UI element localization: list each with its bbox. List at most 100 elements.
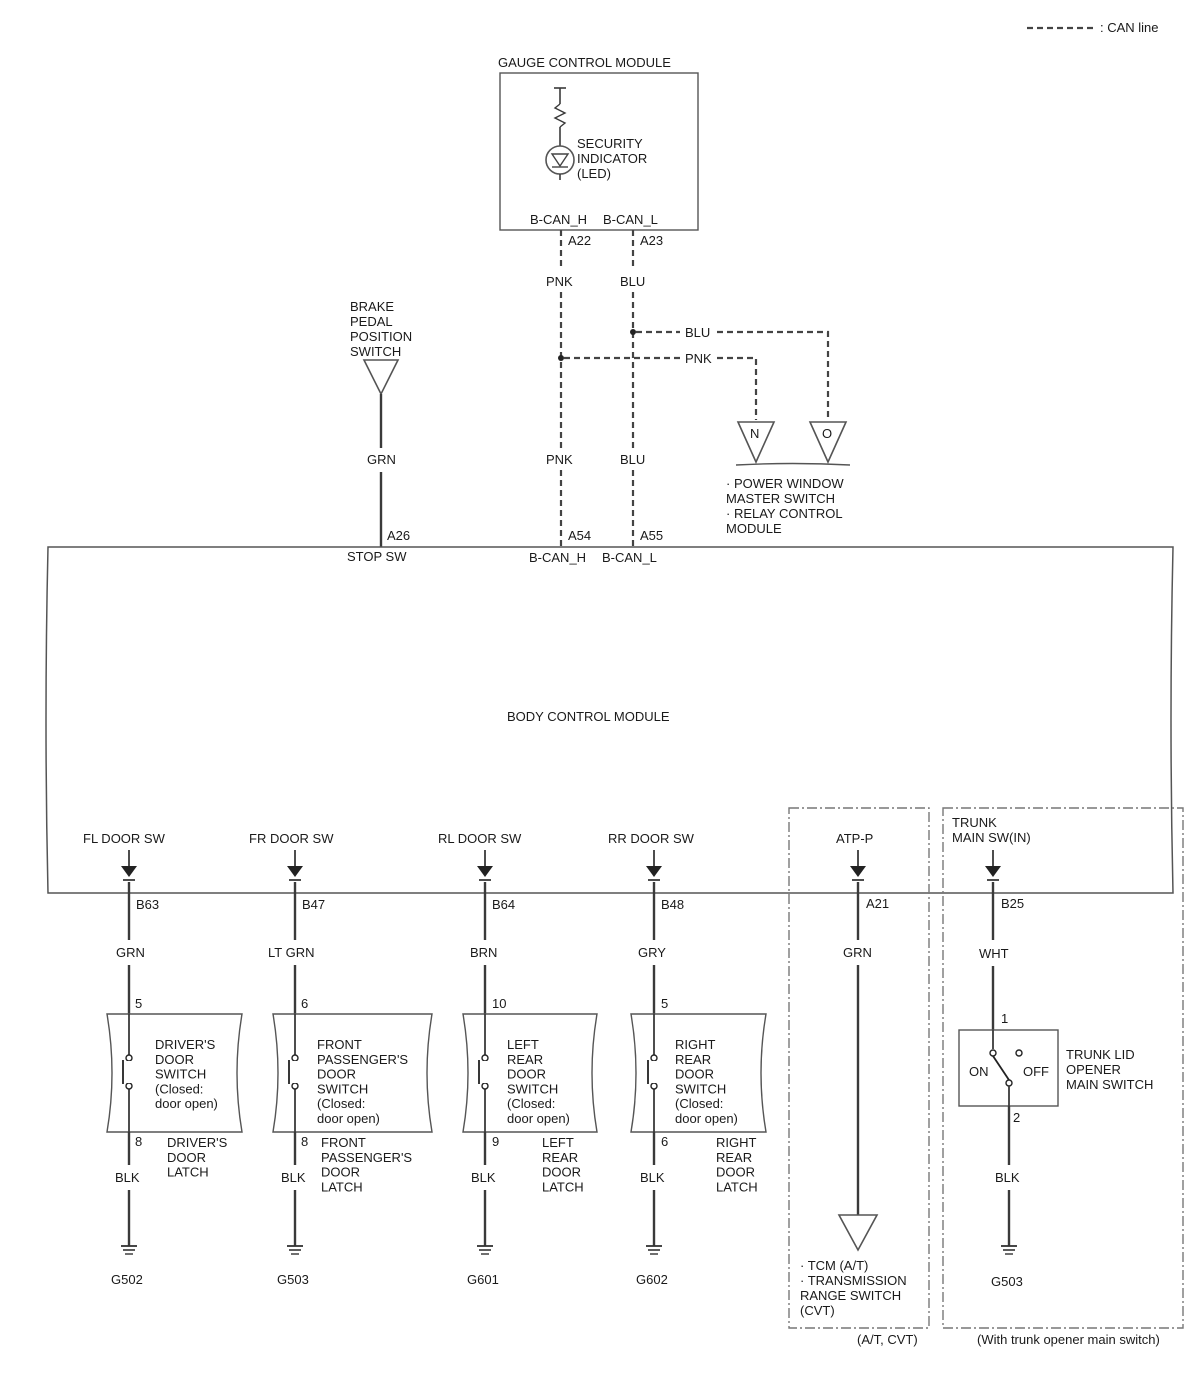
trunk-label-1: TRUNK — [952, 815, 997, 830]
door-wire-color: GRN — [116, 945, 145, 960]
trunk-label-2: MAIN SW(IN) — [952, 830, 1031, 845]
door-switch-contacts — [122, 1014, 133, 1132]
door-latch-label: DOOR — [321, 1165, 360, 1180]
trunk-off-label: OFF — [1023, 1064, 1049, 1079]
door-latch-label: DOOR — [167, 1150, 206, 1165]
door-latch-label: LEFT — [542, 1135, 574, 1150]
trunk-wire-label: WHT — [979, 946, 1009, 961]
door-latch-label: REAR — [716, 1150, 752, 1165]
door-channel: RR DOOR SWB48GRY5RIGHTREARDOORSWITCH(Clo… — [608, 831, 767, 1287]
door-latch-label: DRIVER'S — [167, 1135, 228, 1150]
door-latch-label: PASSENGER'S — [321, 1150, 412, 1165]
brake-label-4: SWITCH — [350, 344, 401, 359]
blu-label-1: BLU — [620, 274, 645, 289]
led-label-2: INDICATOR — [577, 151, 647, 166]
door-term-bot: 8 — [301, 1134, 308, 1149]
trunk-option-note: (With trunk opener main switch) — [977, 1332, 1160, 1347]
door-term-bot: 8 — [135, 1134, 142, 1149]
power-window-label-1: · POWER WINDOW — [726, 476, 844, 491]
atp-target-2: · TRANSMISSION — [800, 1273, 907, 1288]
atp-option-note: (A/T, CVT) — [857, 1332, 918, 1347]
ground-label: G502 — [111, 1272, 143, 1287]
connector-n — [736, 421, 776, 464]
atp-target-4: (CVT) — [800, 1303, 835, 1318]
trunk-term-bot: 2 — [1013, 1110, 1020, 1125]
door-term-top: 6 — [301, 996, 308, 1011]
door-latch-label: REAR — [542, 1150, 578, 1165]
trunk-term-top: 1 — [1001, 1011, 1008, 1026]
tcm-connector-symbol — [837, 1214, 879, 1252]
door-switch-box — [630, 1013, 767, 1133]
brake-label-3: POSITION — [350, 329, 412, 344]
pnk-label-branch: PNK — [685, 351, 712, 366]
brake-wire-label: GRN — [367, 452, 396, 467]
gauge-pin-a23: A23 — [640, 233, 663, 248]
door-switch-contacts — [288, 1014, 299, 1132]
door-switch-label: SWITCH — [507, 1081, 558, 1096]
door-switch-label: (Closed: — [155, 1081, 203, 1096]
trunk-switch-contacts — [989, 1030, 1023, 1106]
bcm-can-h-label: B-CAN_H — [529, 550, 586, 565]
atp-pin: A21 — [866, 896, 889, 911]
door-gnd-wire-color: BLK — [281, 1170, 306, 1185]
door-switch-label: door open) — [155, 1096, 218, 1111]
ground-label: G601 — [467, 1272, 499, 1287]
door-term-top: 5 — [135, 996, 142, 1011]
door-switch-label: door open) — [675, 1111, 738, 1126]
door-switch-label: DOOR — [155, 1052, 194, 1067]
connector-group-bracket — [735, 462, 851, 466]
led-label-1: SECURITY — [577, 136, 643, 151]
door-pin: B63 — [136, 897, 159, 912]
door-switch-label: (Closed: — [675, 1096, 723, 1111]
door-switch-contacts — [647, 1014, 658, 1132]
atp-wire-label: GRN — [843, 945, 872, 960]
door-sw-label: FL DOOR SW — [83, 831, 166, 846]
trunk-switch-label-1: TRUNK LID — [1066, 1047, 1135, 1062]
door-input-arrow — [646, 850, 662, 881]
blu-label-2: BLU — [620, 452, 645, 467]
ground-symbol — [477, 1245, 493, 1255]
door-latch-label: LATCH — [167, 1165, 209, 1180]
pnk-label-1: PNK — [546, 274, 573, 289]
door-pin: B48 — [661, 897, 684, 912]
splice-blu — [630, 329, 636, 335]
door-latch-label: LATCH — [542, 1179, 584, 1194]
door-switch-box — [462, 1013, 598, 1133]
power-window-label-4: MODULE — [726, 521, 782, 536]
atp-option-frame — [788, 807, 930, 1329]
door-switch-label: PASSENGER'S — [317, 1052, 408, 1067]
door-gnd-wire-color: BLK — [640, 1170, 665, 1185]
trunk-on-label: ON — [969, 1064, 989, 1079]
led-label-3: (LED) — [577, 166, 611, 181]
door-switch-label: SWITCH — [675, 1081, 726, 1096]
ground-symbol — [121, 1245, 137, 1255]
door-latch-label: LATCH — [716, 1179, 758, 1194]
atp-input-arrow — [850, 850, 866, 881]
bcm-can-l-label: B-CAN_L — [602, 550, 657, 565]
pnk-branch-b — [717, 356, 758, 420]
door-switch-label: FRONT — [317, 1037, 362, 1052]
trunk-ground-label: G503 — [991, 1274, 1023, 1289]
door-wire-color: GRY — [638, 945, 666, 960]
bcm-title: BODY CONTROL MODULE — [507, 709, 670, 724]
door-gnd-wire-color: BLK — [115, 1170, 140, 1185]
door-input-arrow — [477, 850, 493, 881]
atp-target-1: · TCM (A/T) — [800, 1258, 868, 1273]
power-window-label-3: · RELAY CONTROL — [726, 506, 843, 521]
brake-switch-symbol — [362, 359, 400, 396]
gauge-pin-a22: A22 — [568, 233, 591, 248]
door-latch-label: RIGHT — [716, 1135, 757, 1150]
bcm-pin-a55: A55 — [640, 528, 663, 543]
pnk-label-2: PNK — [546, 452, 573, 467]
door-latch-label: LATCH — [321, 1179, 363, 1194]
brake-label-1: BRAKE — [350, 299, 394, 314]
door-channel: FL DOOR SWB63GRN5DRIVER'SDOORSWITCH(Clos… — [83, 831, 243, 1287]
legend-can-label: : CAN line — [1100, 20, 1159, 35]
atp-label: ATP-P — [836, 831, 873, 846]
door-switch-label: DRIVER'S — [155, 1037, 216, 1052]
connector-o — [808, 421, 848, 464]
door-switch-label: (Closed: — [317, 1096, 365, 1111]
blu-label-branch: BLU — [685, 325, 710, 340]
trunk-ground-symbol — [1001, 1245, 1017, 1255]
door-latch-label: DOOR — [542, 1165, 581, 1180]
